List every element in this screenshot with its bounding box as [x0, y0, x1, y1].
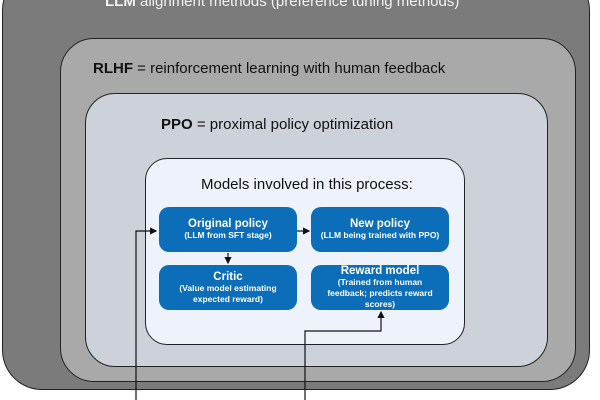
arrow-input-to-original-policy — [135, 227, 158, 400]
new-policy-box: New policy(LLM being trained with PPO) — [311, 207, 449, 252]
outer-label: LLM alignment methods (preference tuning… — [105, 0, 460, 10]
reward-model-box: Reward model(Trained from human feedback… — [311, 265, 449, 310]
arrow-feedback-to-reward-model — [304, 310, 385, 400]
ppo-label: PPO = proximal policy optimization — [161, 116, 394, 133]
rlhf-label: RLHF = reinforcement learning with human… — [93, 60, 446, 77]
models-title: Models involved in this process: — [201, 176, 413, 193]
original-policy-box: Original policy(LLM from SFT stage) — [159, 207, 297, 252]
critic-box: Critic(Value model estimating expected r… — [159, 265, 297, 310]
